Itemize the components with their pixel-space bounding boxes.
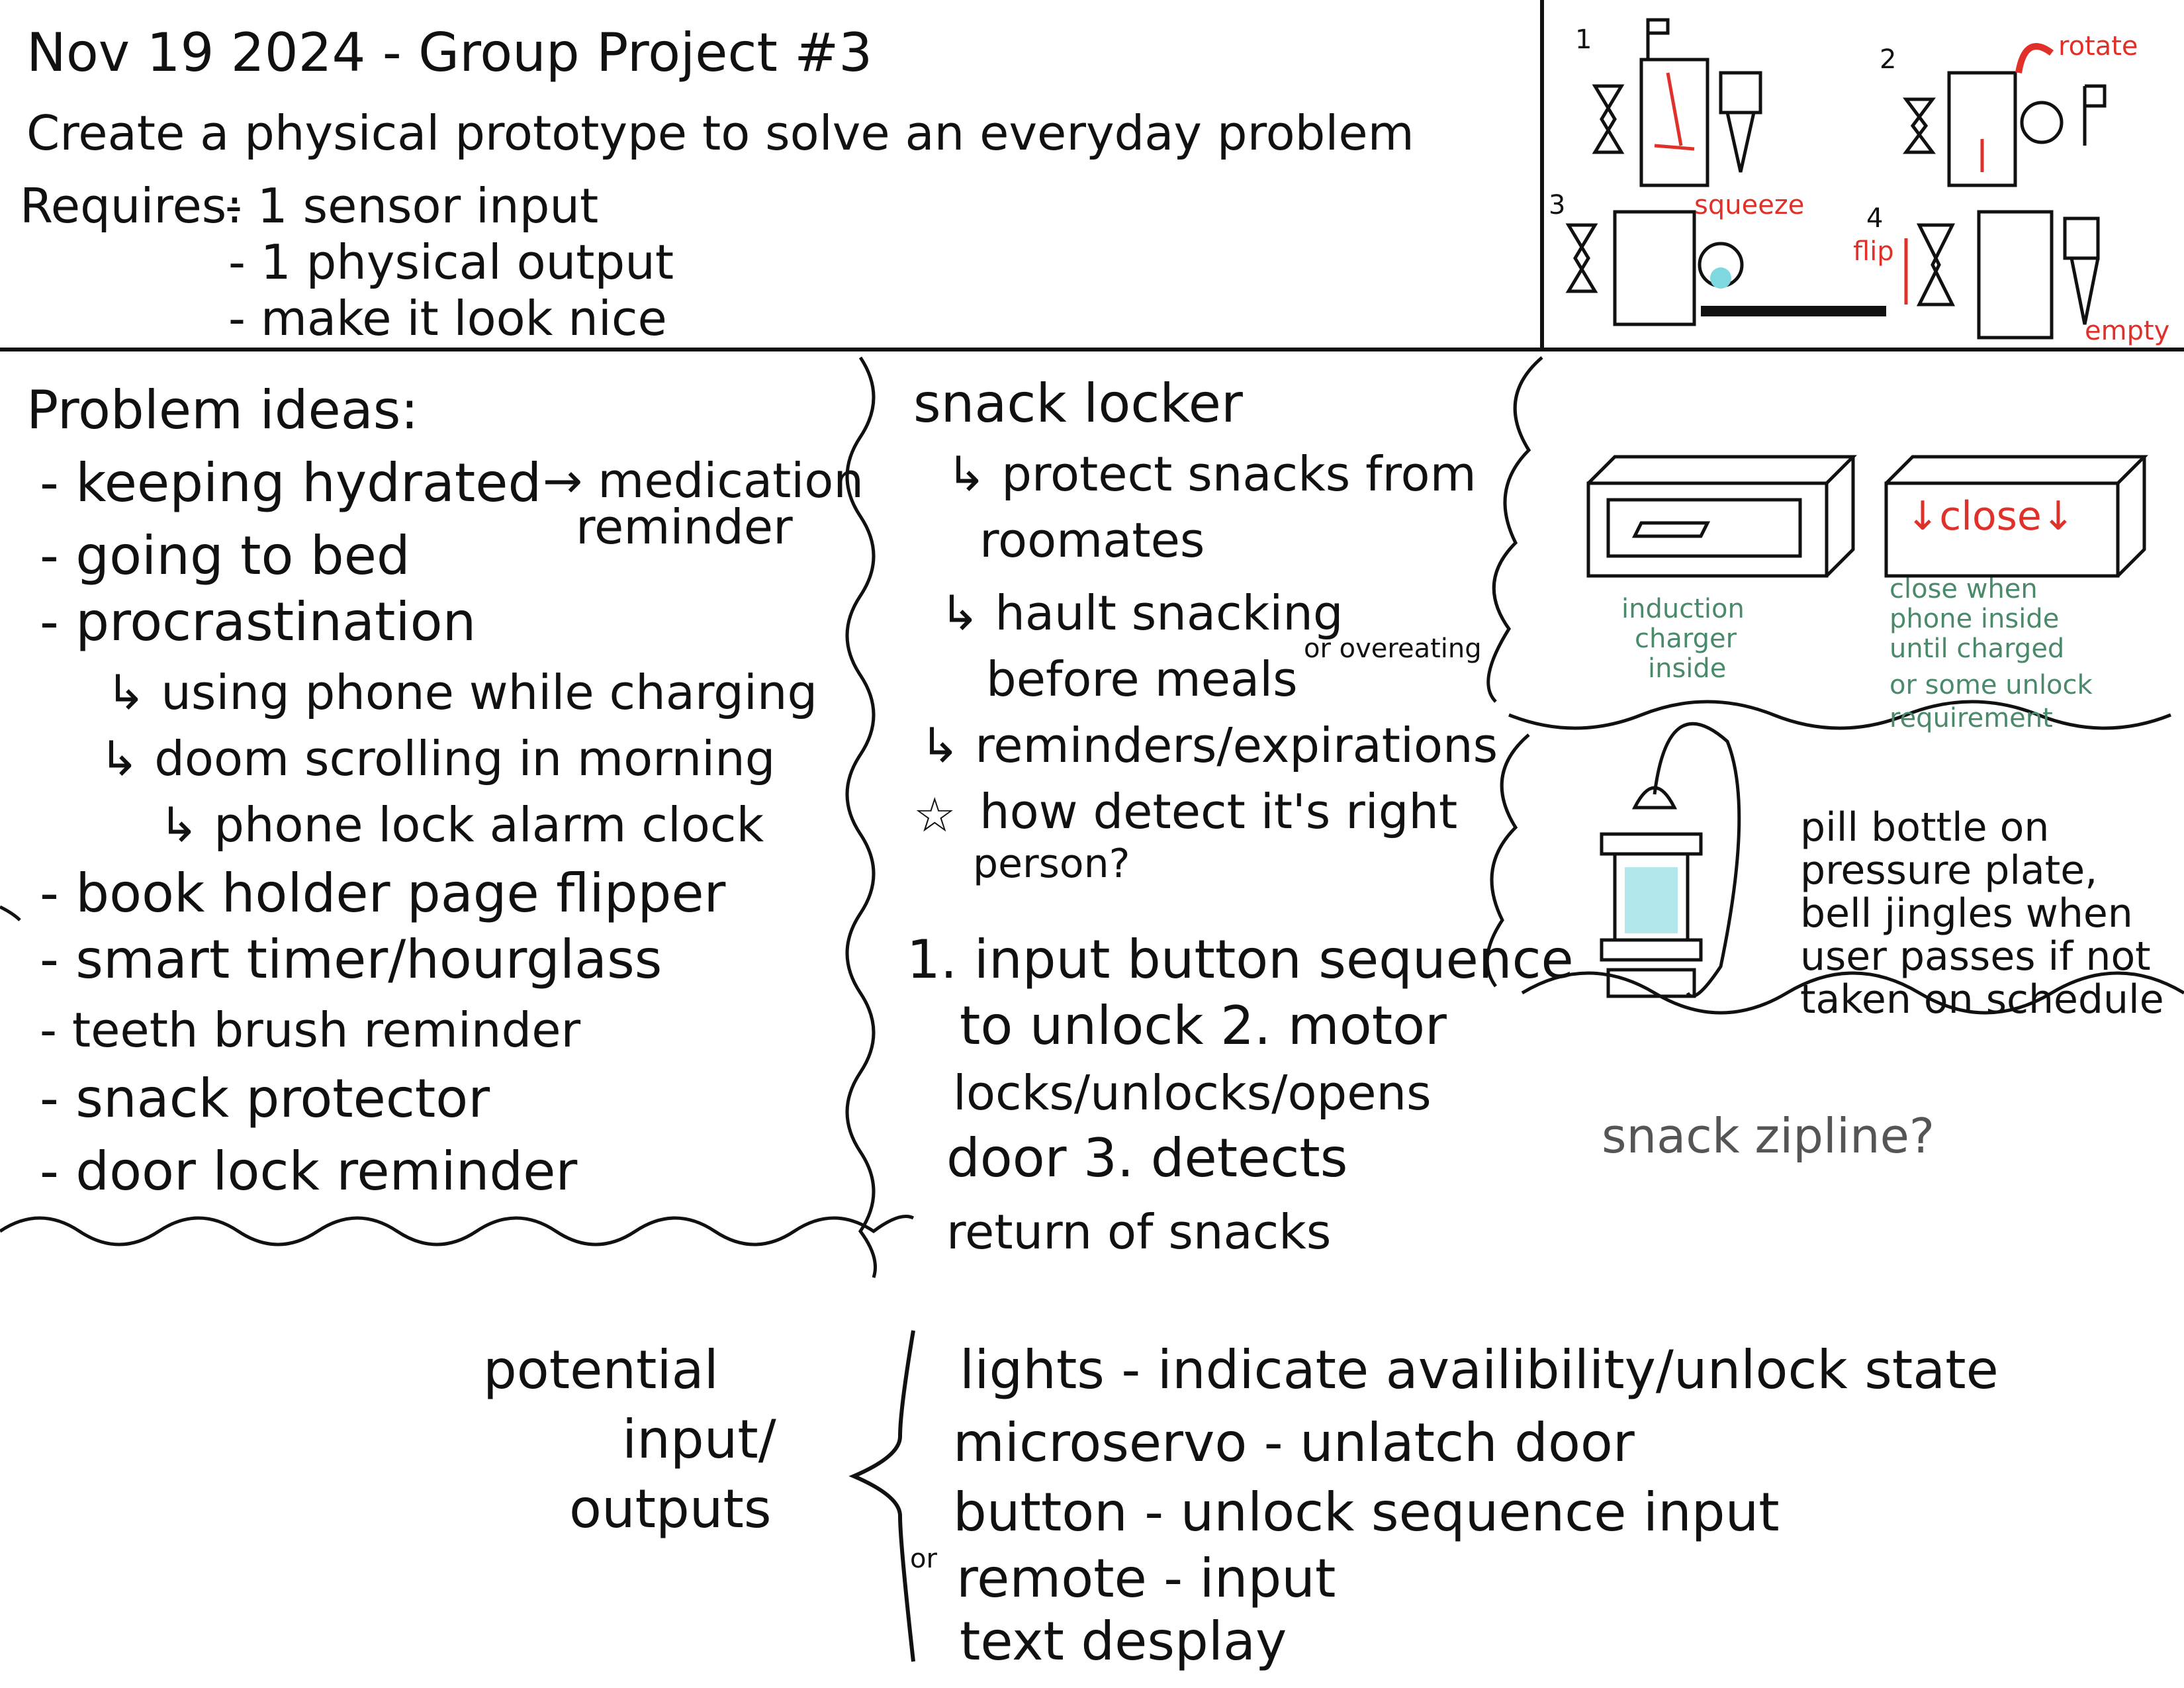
- problem-item-procrastination: - procrastination: [40, 591, 477, 653]
- snack-step-line-3: locks/unlocks/opens: [953, 1065, 1432, 1121]
- io-item-button: button - unlock sequence input: [953, 1481, 1780, 1543]
- problem-panel-bottom-wave: [0, 1215, 915, 1246]
- pill-note-5: taken on schedule: [1800, 976, 2164, 1023]
- edge-tick: [0, 905, 21, 921]
- io-label-input: input/: [622, 1409, 776, 1470]
- snack-line-reminders: ↳ reminders/expirations: [920, 718, 1498, 773]
- problem-item-book: - book holder page flipper: [40, 863, 726, 924]
- requirement-1: - 1 sensor input: [225, 178, 599, 234]
- pill-note-3: bell jingles when: [1800, 890, 2133, 937]
- pill-note-1: pill bottle on: [1800, 804, 2050, 851]
- step-3-label: 3: [1549, 190, 1566, 220]
- phone-closed-box: [1884, 455, 2149, 578]
- snack-line-roomates: roomates: [979, 512, 1205, 568]
- hourglass-step-1: [1592, 18, 1762, 187]
- snack-step-line-2: to unlock 2. motor: [960, 995, 1447, 1056]
- close-label: ↓close↓: [1906, 493, 2075, 539]
- requirement-2: - 1 physical output: [228, 234, 674, 290]
- snack-step-line-1: 1. input button sequence: [907, 929, 1574, 990]
- close-note-5: requirement: [1889, 703, 2053, 733]
- problem-side-reminder: reminder: [576, 499, 793, 555]
- header-date-title: Nov 19 2024 - Group Project #3: [26, 22, 873, 83]
- io-item-text-display: text desplay: [960, 1611, 1287, 1672]
- step-2-label: 2: [1880, 44, 1897, 75]
- io-label-potential: potential: [483, 1339, 719, 1401]
- header-task: Create a physical prototype to solve an …: [26, 105, 1414, 161]
- snack-line-meals: before meals: [986, 651, 1298, 707]
- problem-item-door: - door lock reminder: [40, 1141, 578, 1202]
- snack-step-line-5: return of snacks: [946, 1204, 1332, 1260]
- problem-item-timer: - smart timer/hourglass: [40, 929, 662, 990]
- problem-ideas-title: Problem ideas:: [26, 379, 419, 441]
- phone-box-frame: [1486, 356, 2171, 730]
- io-item-remote: remote - input: [956, 1548, 1336, 1609]
- pill-box-frame: [1485, 733, 2184, 1015]
- snack-question-marker: ☆: [913, 787, 956, 843]
- induction-note-2: charger: [1635, 624, 1737, 654]
- problem-item-snack: - snack protector: [40, 1068, 490, 1129]
- empty-label: empty: [2085, 316, 2170, 346]
- problem-sub-alarm: ↳ phone lock alarm clock: [159, 797, 764, 853]
- step-1-label: 1: [1575, 24, 1592, 55]
- snack-locker-title: snack locker: [913, 373, 1243, 434]
- snack-or-overeating: or overeating: [1304, 633, 1482, 664]
- problem-sub-charging: ↳ using phone while charging: [106, 665, 818, 720]
- problem-side-medication: → medication: [543, 453, 864, 508]
- problem-item-bed: - going to bed: [40, 525, 410, 586]
- close-note-4: or some unlock: [1889, 670, 2093, 700]
- snack-step-line-4: door 3. detects: [946, 1127, 1348, 1189]
- panel-wave-divider: [845, 356, 877, 1278]
- problem-item-hydrated: - keeping hydrated: [40, 452, 542, 514]
- hourglass-step-4: [1904, 210, 2100, 340]
- problem-sub-doom: ↳ doom scrolling in morning: [99, 731, 776, 786]
- induction-note-1: induction: [1621, 594, 1745, 624]
- induction-note-3: inside: [1648, 653, 1727, 684]
- hourglass-step-2: [1903, 43, 2107, 187]
- hourglass-step-3: [1565, 210, 1886, 326]
- snack-line-person: person?: [973, 841, 1130, 887]
- squeeze-label: squeeze: [1694, 190, 1805, 220]
- phone-charging-box: [1586, 455, 1858, 578]
- rotate-label: rotate: [2058, 31, 2138, 62]
- io-item-microservo: microservo - unlatch door: [953, 1412, 1635, 1474]
- io-item-lights: lights - indicate availibility/unlock st…: [960, 1339, 1999, 1401]
- snack-line-hault: ↳ hault snacking: [940, 585, 1343, 641]
- pill-note-2: pressure plate,: [1800, 847, 2098, 894]
- flip-label: flip: [1853, 236, 1894, 267]
- requirement-3: - make it look nice: [228, 291, 667, 346]
- close-note-3: until charged: [1889, 633, 2065, 664]
- snack-line-detect: how detect it's right: [979, 784, 1458, 839]
- io-label-outputs: outputs: [569, 1478, 772, 1540]
- close-note-2: phone inside: [1889, 604, 2060, 634]
- io-brace: [848, 1330, 915, 1662]
- io-or: or: [910, 1544, 937, 1574]
- pill-bottle-plate: [1600, 722, 1741, 998]
- snack-zipline: snack zipline?: [1602, 1108, 1935, 1164]
- problem-item-teeth: - teeth brush reminder: [40, 1002, 581, 1058]
- close-note-1: close when: [1889, 574, 2038, 604]
- pill-note-4: user passes if not: [1800, 933, 2151, 980]
- step-4-label: 4: [1866, 203, 1884, 234]
- snack-line-protect: ↳ protect snacks from: [946, 446, 1477, 502]
- header-requires-label: Requires:: [20, 178, 243, 234]
